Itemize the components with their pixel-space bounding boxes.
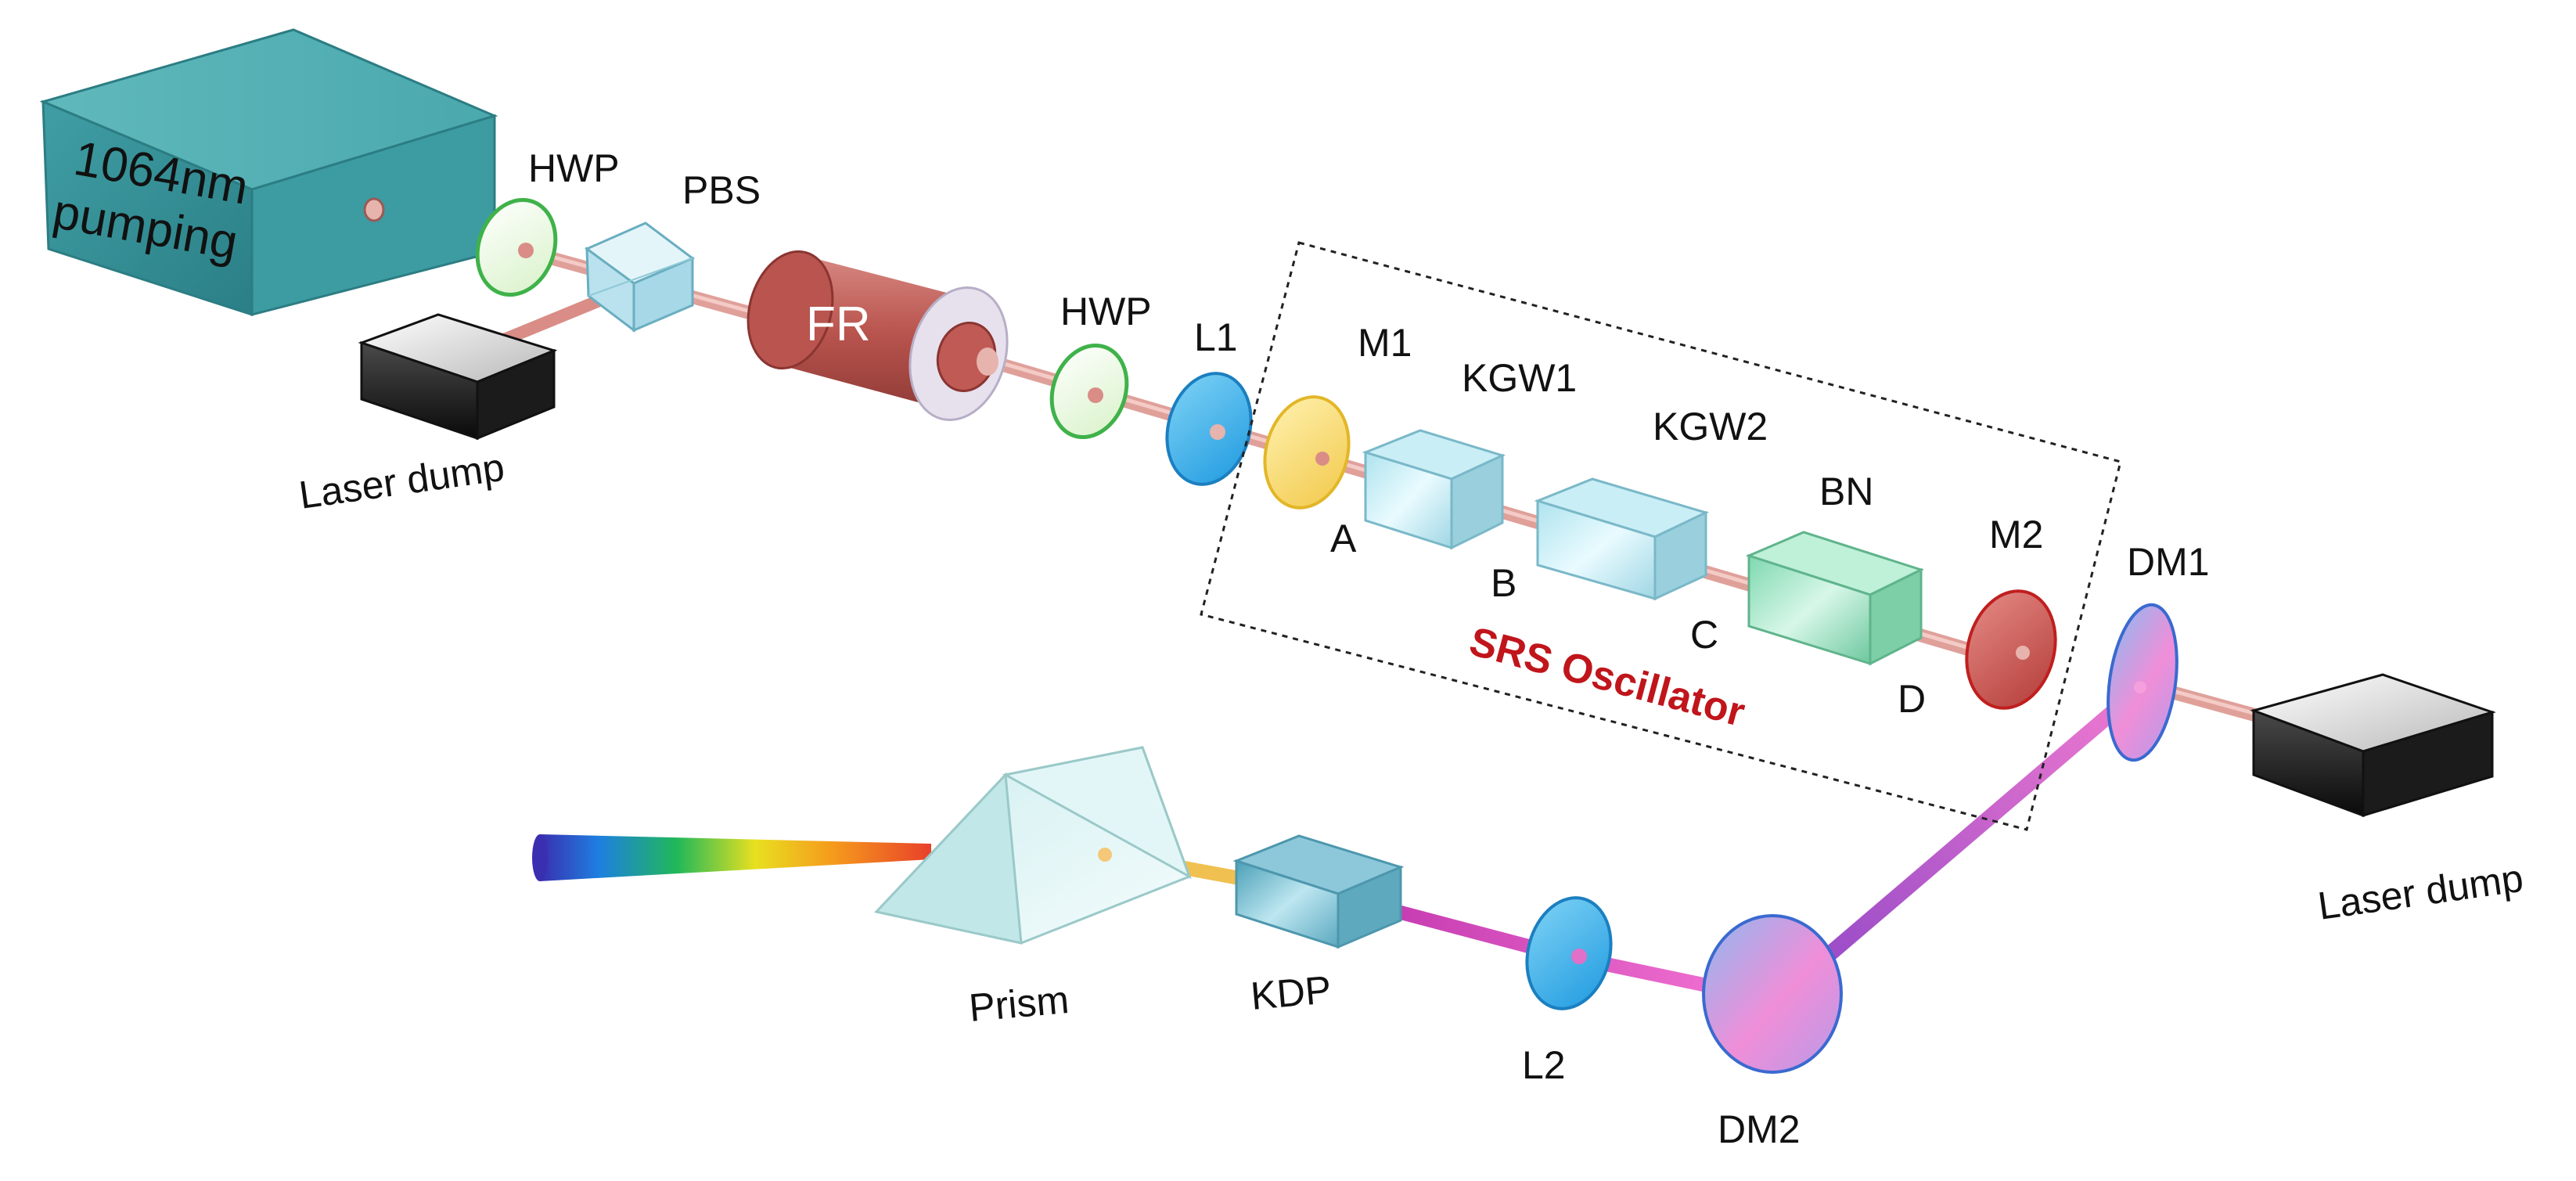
m2-label: M2 (1989, 513, 2043, 556)
lens-l2: L2 (1522, 896, 1613, 1087)
fr-label: FR (806, 297, 871, 351)
point-d-label: D (1898, 677, 1926, 721)
faraday-rotator: FR (747, 250, 1009, 422)
dichroic-mirror-dm1: DM1 (2106, 540, 2210, 762)
mirror-m1: M1 A (1263, 321, 1412, 560)
rainbow-beam-end (532, 834, 548, 881)
pbs-label: PBS (682, 168, 761, 212)
crystal-kgw1: KGW1 B (1362, 356, 1577, 605)
srs-oscillator-boundary (1200, 241, 2122, 831)
laser-dump-left: Laser dump (297, 313, 558, 517)
prism: Prism (874, 746, 1192, 1030)
dm1-label: DM1 (2127, 540, 2210, 584)
kgw2-label: KGW2 (1653, 405, 1768, 448)
l2-label: L2 (1522, 1043, 1566, 1087)
hwp-1-label: HWP (528, 146, 620, 190)
dichroic-mirror-dm2: DM2 (1702, 914, 1843, 1151)
prism-label: Prism (967, 978, 1070, 1030)
hwp-2-label: HWP (1060, 290, 1152, 333)
laser-dump-right: Laser dump (2250, 673, 2526, 928)
lens-l1: L1 (1165, 315, 1253, 486)
point-b-label: B (1491, 561, 1516, 605)
dm2-label: DM2 (1718, 1107, 1801, 1151)
crystal-bn: BN D (1745, 470, 1926, 721)
polarizing-beam-splitter: PBS (585, 168, 761, 333)
rainbow-output-beam (540, 834, 931, 881)
laser-dump-right-label: Laser dump (2315, 856, 2526, 928)
kdp-label: KDP (1249, 967, 1333, 1018)
half-wave-plate-1: HWP (475, 146, 620, 297)
pump-output-aperture (363, 197, 385, 222)
beam-dm1-to-dm2 (1815, 681, 2148, 967)
crystal-kdp: KDP (1232, 834, 1405, 1018)
point-a-label: A (1330, 517, 1357, 560)
laser-dump-left-label: Laser dump (297, 445, 507, 517)
kgw1-label: KGW1 (1462, 356, 1577, 400)
l1-label: L1 (1194, 315, 1238, 359)
half-wave-plate-2: HWP (1049, 290, 1152, 440)
crystal-kgw2: KGW2 C (1534, 405, 1768, 657)
pump-laser-box: 1064nm pumping (39, 28, 498, 317)
bn-label: BN (1819, 470, 1873, 513)
mirror-m2: M2 (1965, 513, 2057, 710)
point-c-label: C (1690, 613, 1718, 657)
m1-label: M1 (1358, 321, 1412, 365)
